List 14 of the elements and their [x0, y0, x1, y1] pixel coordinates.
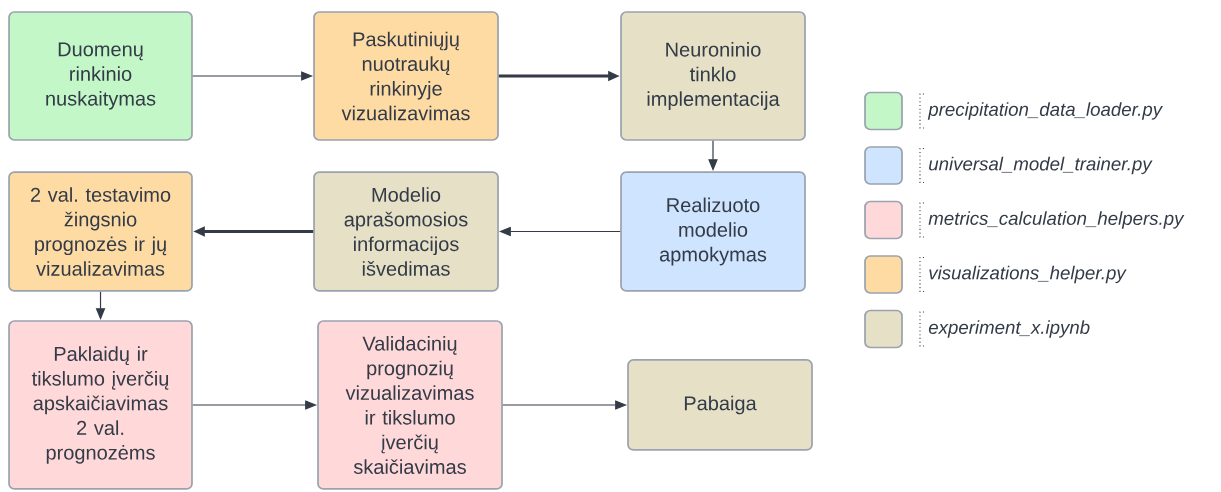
- legend-label: precipitation_data_loader.py: [927, 102, 1163, 120]
- legend-label: metrics_calculation_helpers.py: [928, 211, 1185, 229]
- process-box: Paskutiniųjų nuotraukų rinkinyje vizualizavimas: [313, 11, 499, 141]
- process-box: Duomenų rinkinio nuskaitymas: [8, 11, 193, 141]
- process-box: Realizuoto modelio apmokymas: [620, 171, 806, 292]
- process-box: Modelio aprašomosios informacijos išvedimas: [313, 171, 499, 292]
- process-box: Validacinių prognozių vizualizavimas ir tikslumo įverčių skaičiavimas: [317, 320, 503, 490]
- process-box: 2 val. testavimo žingsnio prognozės ir jų vizualizavimas: [8, 171, 193, 292]
- legend-label: experiment_x.ipynb: [928, 320, 1090, 338]
- process-box: Neuroninio tinklo implementacija: [620, 11, 806, 141]
- process-box: Paklaidų ir tikslumo įverčių apskaičiavimas 2 val. prognozėms: [8, 320, 193, 490]
- process-box: Pabaiga: [627, 359, 813, 451]
- legend-label: visualizations_helper.py: [929, 265, 1127, 284]
- legend-label: universal_model_trainer.py: [929, 156, 1153, 175]
